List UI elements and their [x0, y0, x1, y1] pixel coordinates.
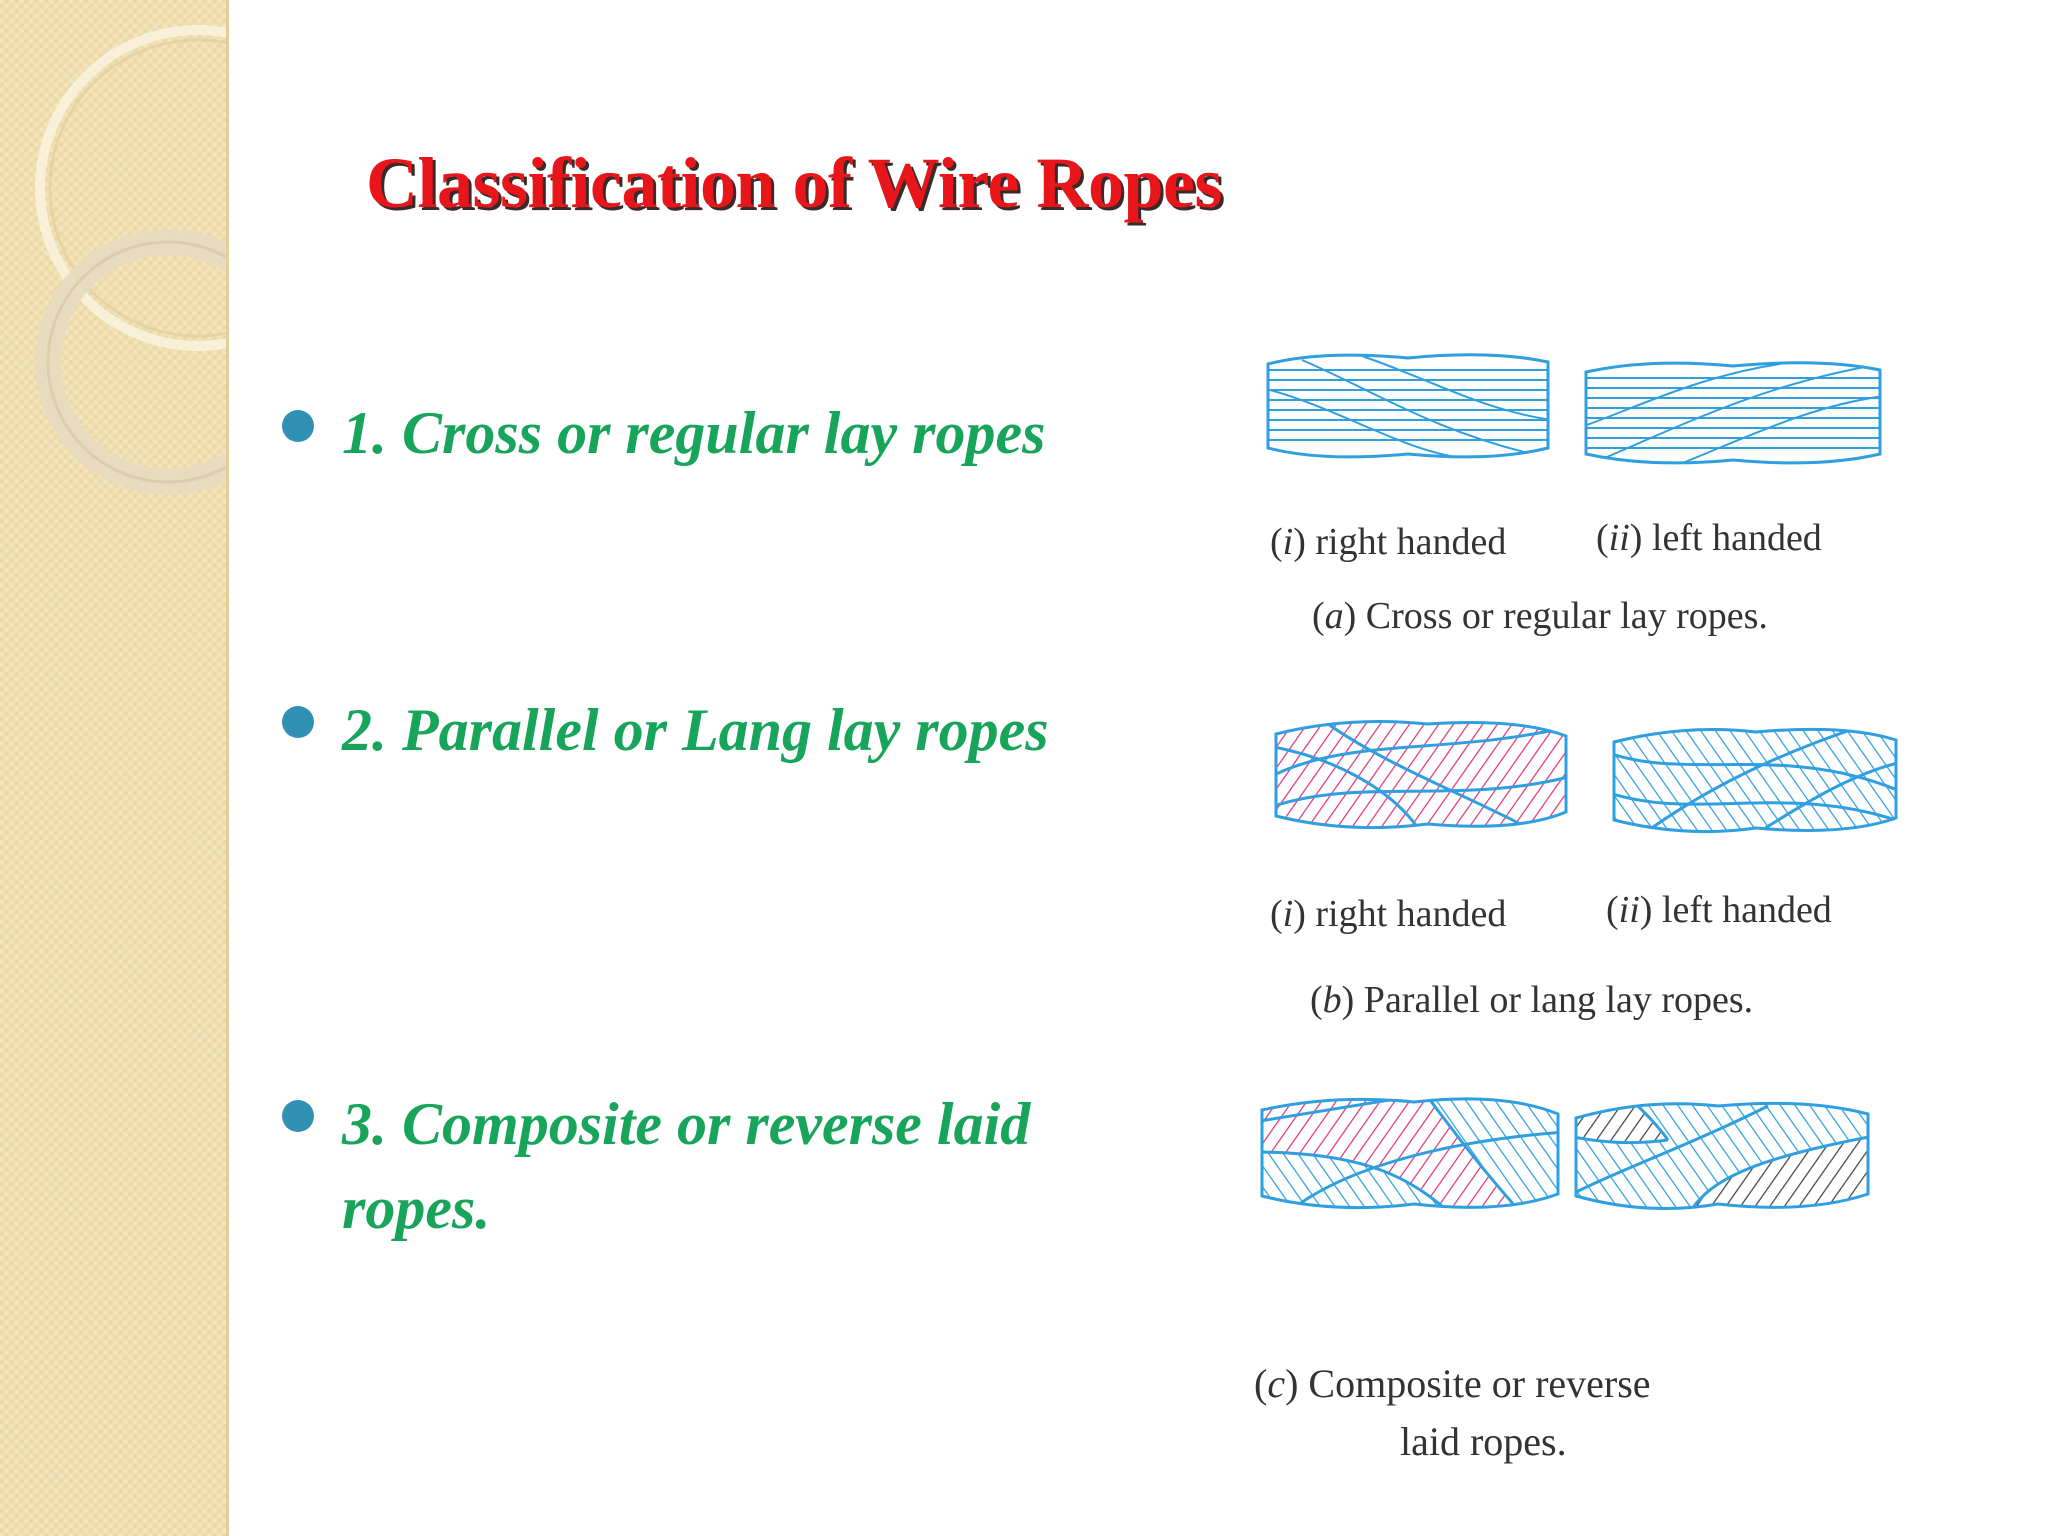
- sidebar-edge: [226, 0, 229, 1536]
- list-item-parallel-lay: 2. Parallel or Lang lay ropes: [342, 697, 1049, 763]
- figure-b-left-label: (ii) left handed: [1606, 889, 1832, 931]
- figure-b-right-label: (i) right handed: [1270, 893, 1507, 935]
- lang-lay-right-handed-diagram: [1274, 720, 1568, 830]
- slide-title: Classification of Wire Ropes: [366, 143, 1223, 223]
- bullet-icon: [282, 1100, 314, 1132]
- composite-lay-diagram-left: [1260, 1097, 1560, 1210]
- sidebar-rings-decoration: [35, 25, 226, 495]
- cross-lay-right-handed-diagram: [1266, 353, 1550, 459]
- bullet-icon: [282, 706, 314, 738]
- composite-lay-diagram-right: [1574, 1101, 1870, 1210]
- list-item-composite-lay: 3. Composite or reverse laid ropes.: [342, 1091, 1031, 1241]
- figure-c-caption-line2: laid ropes.: [1400, 1419, 1567, 1464]
- figure-a-left-label: (ii) left handed: [1596, 517, 1822, 559]
- figure-c-caption-line1: (c) Composite or reverse: [1254, 1361, 1651, 1406]
- figure-a-caption: (a) Cross or regular lay ropes.: [1312, 595, 1768, 637]
- lang-lay-left-handed-diagram: [1612, 727, 1898, 834]
- cross-lay-left-handed-diagram: [1584, 361, 1882, 465]
- bullet-icon: [282, 410, 314, 442]
- figure-b-caption: (b) Parallel or lang lay ropes.: [1310, 979, 1754, 1021]
- list-item-cross-lay: 1. Cross or regular lay ropes: [342, 400, 1046, 466]
- decorative-sidebar: [0, 0, 226, 1536]
- figure-a-right-label: (i) right handed: [1270, 521, 1507, 563]
